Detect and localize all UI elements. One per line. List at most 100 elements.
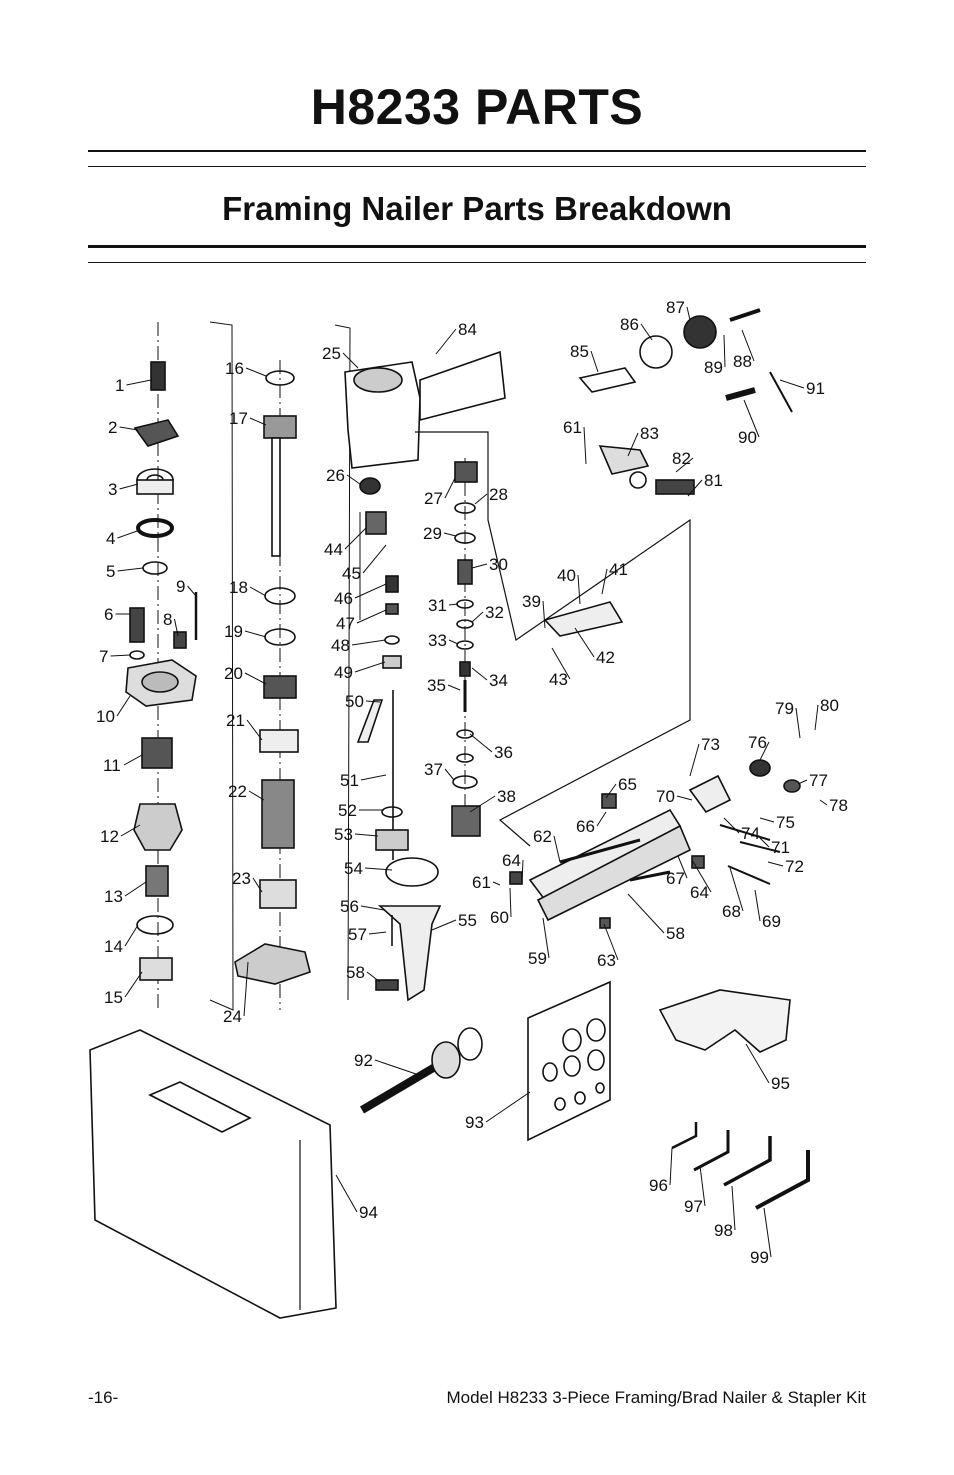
callout-72: 72 — [785, 857, 804, 876]
callout-22: 22 — [228, 782, 247, 801]
leader-2 — [119, 426, 139, 431]
leader-79 — [795, 707, 801, 739]
leader-10 — [116, 695, 131, 717]
leader-73 — [689, 743, 700, 777]
callout-62: 62 — [533, 827, 552, 846]
callout-71: 71 — [771, 838, 790, 857]
callout-95: 95 — [771, 1074, 790, 1093]
callout-79: 79 — [775, 699, 794, 718]
callout-31: 31 — [428, 596, 447, 615]
callout-7: 7 — [99, 647, 108, 666]
callout-51: 51 — [340, 771, 359, 790]
leader-47 — [356, 609, 387, 624]
leader-22 — [248, 790, 265, 801]
leader-78 — [819, 799, 828, 806]
callout-3: 3 — [108, 480, 117, 499]
callout-90: 90 — [738, 428, 757, 447]
callout-84: 84 — [458, 320, 477, 339]
callout-97: 97 — [684, 1197, 703, 1216]
leader-88 — [741, 329, 755, 362]
callout-80: 80 — [820, 696, 839, 715]
leader-70 — [676, 795, 693, 801]
leader-87 — [686, 306, 691, 321]
leader-42 — [574, 627, 595, 658]
callout-21: 21 — [226, 711, 245, 730]
callout-75: 75 — [776, 813, 795, 832]
leader-66 — [596, 811, 607, 827]
leader-31 — [448, 603, 459, 606]
leader-54 — [364, 867, 393, 871]
leader-27 — [444, 477, 456, 499]
leader-35 — [447, 684, 461, 691]
callout-6: 6 — [104, 605, 113, 624]
leader-38 — [469, 795, 496, 813]
callout-26: 26 — [326, 466, 345, 485]
callout-64: 64 — [502, 851, 521, 870]
leader-23 — [252, 877, 263, 893]
callout-11: 11 — [103, 756, 121, 775]
title-rule-thin — [88, 166, 866, 167]
callout-77: 77 — [809, 771, 828, 790]
callout-69: 69 — [762, 912, 781, 931]
leader-81 — [687, 479, 703, 497]
leader-40 — [577, 574, 581, 605]
leader-19 — [244, 630, 267, 638]
leader-75 — [759, 817, 775, 823]
leader-61 — [492, 881, 501, 886]
leader-92 — [374, 1059, 417, 1075]
page-title: H8233 PARTS — [310, 79, 644, 135]
callout-16: 16 — [225, 359, 244, 378]
leader-14 — [124, 924, 139, 947]
leader-98 — [731, 1185, 736, 1231]
callout-39: 39 — [522, 592, 541, 611]
title-rule-thick — [88, 150, 866, 152]
section-subtitle: Framing Nailer Parts Breakdown — [222, 190, 732, 227]
callout-88: 88 — [733, 352, 752, 371]
subtitle-rule-thin — [88, 262, 866, 263]
callout-70: 70 — [656, 787, 675, 806]
callout-l61b: 61 — [563, 418, 582, 437]
callout-73: 73 — [701, 735, 720, 754]
leader-71 — [759, 837, 770, 848]
callout-43: 43 — [549, 670, 568, 689]
callout-9: 9 — [176, 577, 185, 596]
subtitle-rule-thick — [88, 245, 866, 248]
leader-56 — [360, 905, 385, 911]
callout-50: 50 — [345, 692, 364, 711]
callout-27: 27 — [424, 489, 443, 508]
callout-10: 10 — [96, 707, 115, 726]
callout-59: 59 — [528, 949, 547, 968]
leader-8 — [174, 618, 179, 637]
leader-50 — [365, 700, 381, 703]
leader-45 — [362, 544, 387, 574]
callout-78: 78 — [829, 796, 848, 815]
callout-60: 60 — [490, 908, 509, 927]
leader-77 — [797, 779, 808, 785]
callout-36: 36 — [494, 743, 513, 762]
callout-33: 33 — [428, 631, 447, 650]
callout-38: 38 — [497, 787, 516, 806]
callout-14: 14 — [104, 937, 123, 956]
leader-43 — [551, 647, 571, 680]
leader-76 — [759, 741, 770, 761]
leader-13 — [124, 881, 147, 897]
callout-92: 92 — [354, 1051, 373, 1070]
leader-63 — [603, 923, 619, 961]
leader-60 — [509, 887, 512, 918]
leader-41 — [601, 568, 608, 595]
leader-11 — [123, 754, 143, 766]
leader-90 — [743, 399, 760, 438]
leader-37 — [444, 768, 455, 781]
callout-58: 58 — [346, 963, 365, 982]
callout-66: 66 — [576, 817, 595, 836]
leader-94 — [335, 1174, 358, 1213]
leader-82 — [675, 457, 694, 473]
leader-l61b — [583, 426, 587, 465]
leader-59 — [542, 917, 550, 959]
leader-17 — [249, 417, 267, 426]
callout-18: 18 — [229, 578, 248, 597]
callout-42: 42 — [596, 648, 615, 667]
leader-4 — [117, 529, 141, 539]
leader-34 — [471, 667, 488, 681]
leader-18 — [249, 586, 267, 597]
